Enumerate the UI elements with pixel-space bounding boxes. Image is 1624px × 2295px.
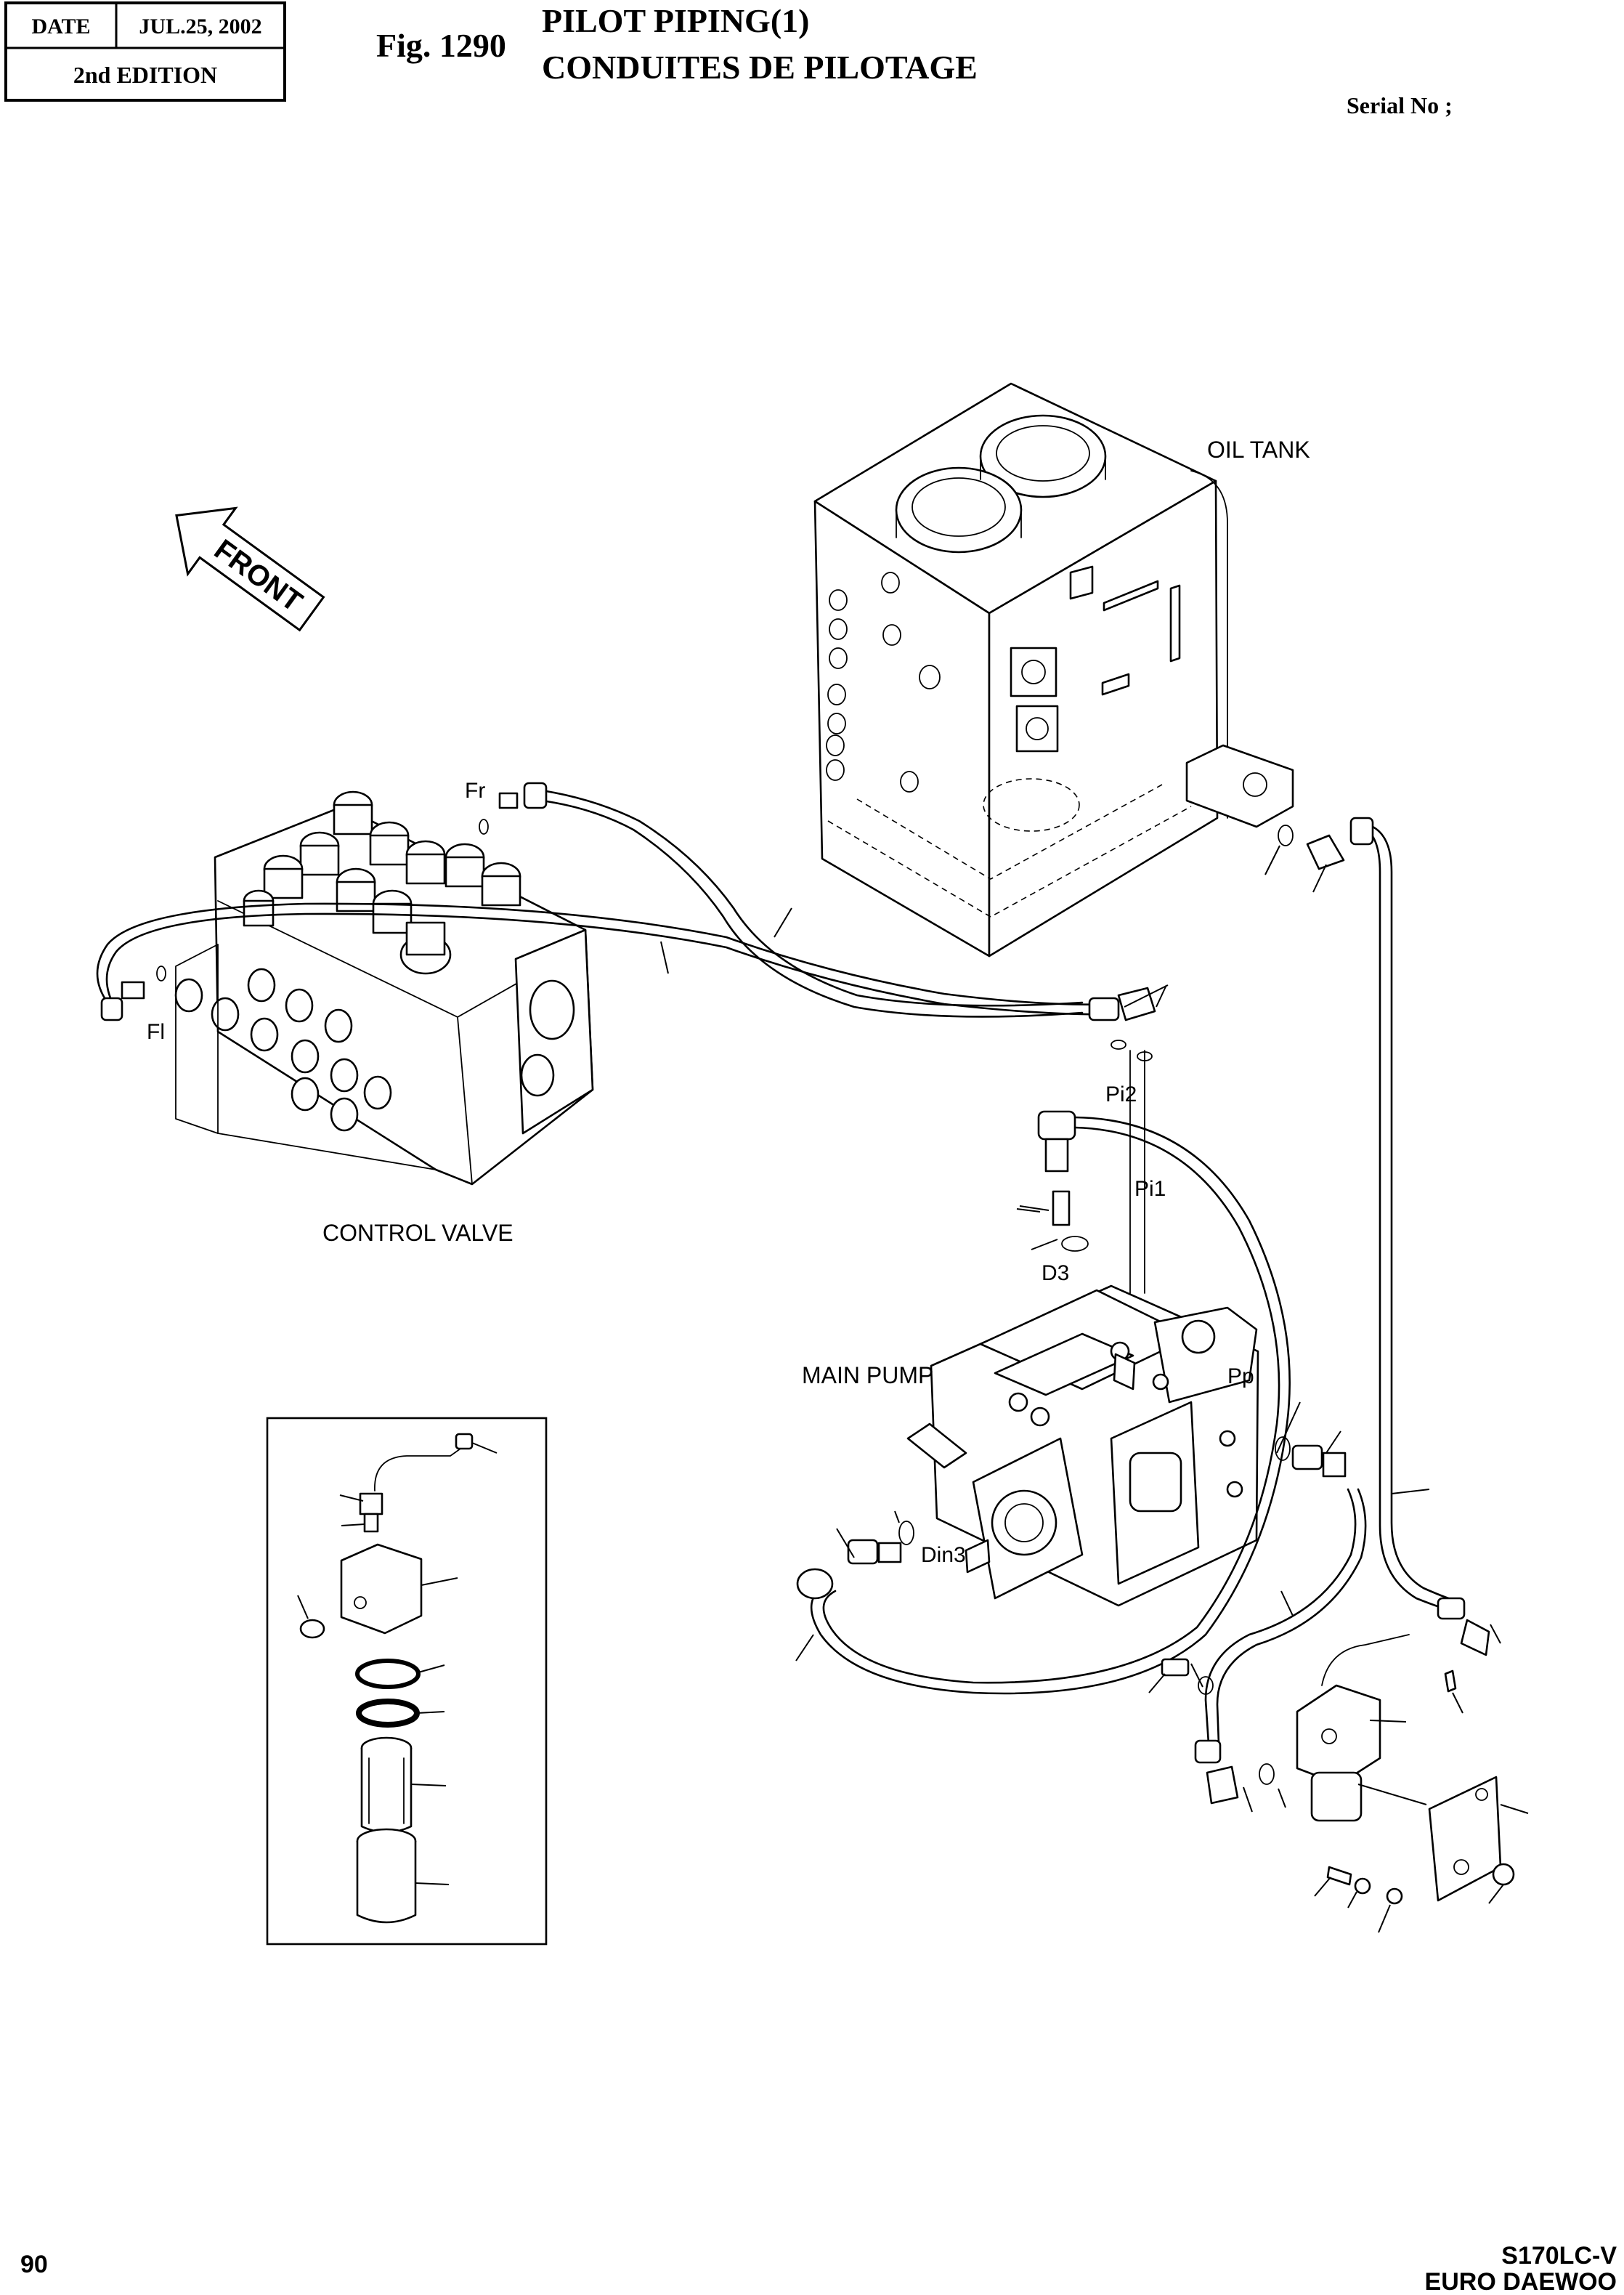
fig-number: Fig. 1290	[376, 27, 506, 64]
port-din3-label: Din3	[921, 1543, 966, 1567]
edition-label: 2nd EDITION	[73, 62, 217, 88]
pilot-filter-assembly	[1296, 1669, 1515, 1905]
port-d3-label: D3	[1042, 1261, 1069, 1285]
pilot-piping-hoses	[96, 789, 1464, 1745]
hose-fittings	[100, 782, 1490, 1805]
port-fl-label: Fl	[147, 1020, 165, 1044]
port-pi2-label: Pi2	[1105, 1082, 1137, 1106]
page-number: 90	[20, 2251, 48, 2278]
port-pi1-label: Pi1	[1134, 1177, 1166, 1201]
brand-name: EURO DAEWOO	[1425, 2268, 1617, 2295]
model-name: S170LC-V	[1501, 2242, 1617, 2270]
leader-lines	[297, 845, 1529, 1933]
oil-tank-label: OIL TANK	[1207, 437, 1310, 463]
date-value: JUL.25, 2002	[139, 15, 261, 39]
control-valve	[174, 790, 594, 1186]
title-french: CONDUITES DE PILOTAGE	[542, 49, 978, 86]
front-direction-arrow: FRONT	[175, 506, 325, 632]
main-pump-label: MAIN PUMP	[802, 1362, 933, 1388]
header-date-box: DATE JUL.25, 2002 2nd EDITION	[4, 1, 286, 102]
control-valve-label: CONTROL VALVE	[322, 1220, 513, 1246]
date-label: DATE	[31, 15, 90, 39]
oil-tank	[813, 382, 1294, 958]
inset-exploded-filter	[266, 1417, 548, 1946]
main-pump	[906, 1284, 1259, 1607]
serial-number-label: Serial No ;	[1347, 92, 1453, 118]
port-fr-label: Fr	[465, 779, 485, 803]
port-pp-label: Pp	[1227, 1364, 1254, 1388]
title-english: PILOT PIPING(1)	[542, 2, 809, 39]
o-rings	[156, 819, 1294, 1785]
